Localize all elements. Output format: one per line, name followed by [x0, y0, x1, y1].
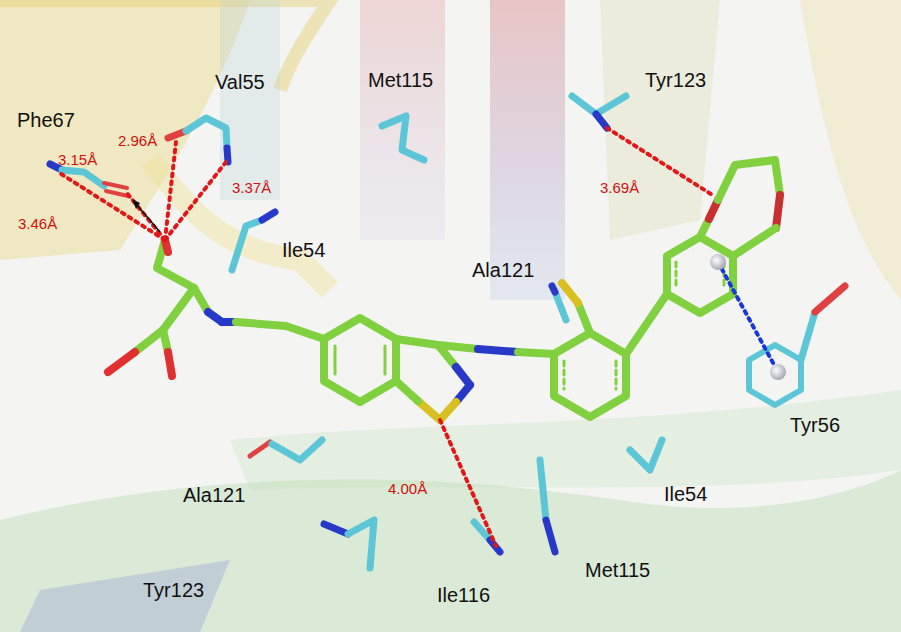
residue-label: Met115: [368, 70, 433, 90]
distance-label: 3.69Å: [600, 180, 639, 195]
residue-label: Tyr56: [790, 415, 840, 435]
residue-label: Ala121: [472, 260, 534, 280]
residue-label: Phe67: [17, 110, 75, 130]
distance-label: 2.96Å: [118, 133, 157, 148]
residue-label: Ile116: [437, 585, 490, 605]
residue-label: Val55: [215, 72, 265, 92]
residue-label: Tyr123: [143, 580, 204, 600]
distance-label: 3.37Å: [232, 180, 271, 195]
residue-label: Ile54: [664, 484, 707, 504]
residue-label: Met115: [585, 560, 650, 580]
distance-label: 3.46Å: [18, 216, 57, 231]
distance-label: 4.00Å: [388, 481, 427, 496]
residue-label: Ala121: [183, 485, 245, 505]
residue-label: Tyr123: [645, 70, 706, 90]
residue-label: Ile54: [282, 240, 325, 260]
distance-label: 3.15Å: [58, 152, 97, 167]
